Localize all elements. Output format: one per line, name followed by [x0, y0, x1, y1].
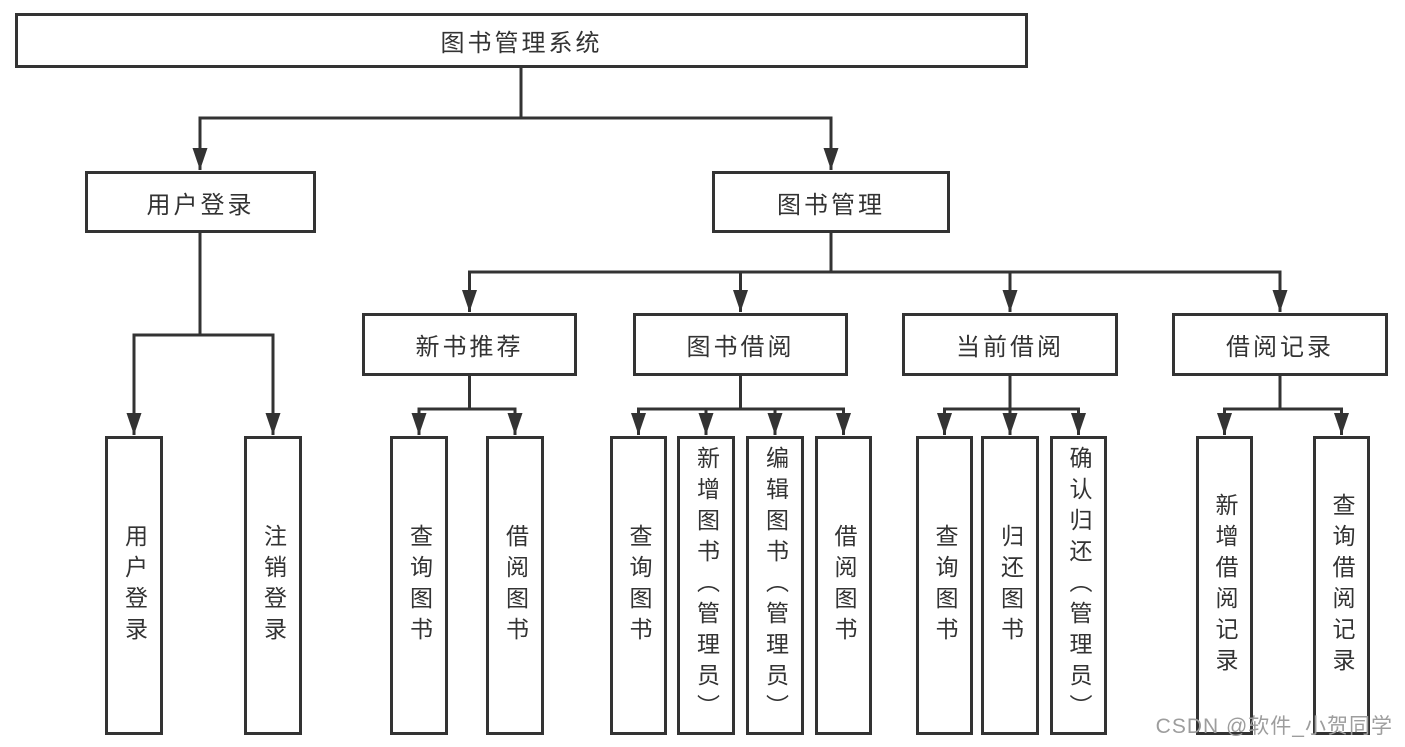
- node-leaf-query-borrow-record-label: 查询借阅记录: [1329, 492, 1355, 679]
- node-new-book-recommend-label: 新书推荐: [415, 334, 524, 361]
- node-user-login: 用户登录: [85, 171, 316, 233]
- node-new-book-recommend: 新书推荐: [362, 313, 577, 376]
- node-leaf-return-books-label: 归还图书: [997, 523, 1024, 648]
- node-leaf-confirm-return-admin-label: 确认归还（管理员）: [1066, 446, 1092, 725]
- node-leaf-logout: 注销登录: [244, 436, 302, 735]
- csdn-watermark: CSDN @软件_小贺同学: [1155, 715, 1393, 738]
- node-borrow-records: 借阅记录: [1172, 313, 1388, 376]
- edges-current-borrow: [937, 376, 1086, 435]
- node-leaf-borrow-books-recommend: 借阅图书: [486, 436, 544, 735]
- node-leaf-logout-label: 注销登录: [260, 523, 287, 648]
- node-book-borrow: 图书借阅: [633, 313, 848, 376]
- node-current-borrow: 当前借阅: [902, 313, 1118, 376]
- node-leaf-add-book-admin-label: 新增图书（管理员）: [693, 446, 720, 725]
- node-leaf-query-borrow-record: 查询借阅记录: [1313, 436, 1370, 735]
- node-book-borrow-label: 图书借阅: [686, 334, 795, 361]
- node-leaf-edit-book-admin: 编辑图书（管理员）: [746, 436, 804, 735]
- edges-book-borrow: [631, 376, 851, 435]
- node-leaf-borrow-books: 借阅图书: [815, 436, 872, 735]
- edges-root: [192, 68, 839, 170]
- node-leaf-edit-book-admin-label: 编辑图书（管理员）: [762, 446, 789, 725]
- node-user-login-label: 用户登录: [146, 191, 255, 219]
- edges-user-login: [126, 233, 281, 435]
- node-book-management: 图书管理: [712, 171, 950, 233]
- edges-borrow-records: [1217, 376, 1349, 435]
- node-leaf-borrow-books-label: 借阅图书: [831, 523, 857, 648]
- node-leaf-add-borrow-record-label: 新增借阅记录: [1212, 492, 1238, 679]
- node-leaf-query-books-borrow: 查询图书: [610, 436, 667, 735]
- node-current-borrow-label: 当前借阅: [956, 334, 1064, 361]
- node-leaf-user-login-label: 用户登录: [121, 523, 148, 648]
- node-leaf-query-books-recommend-label: 查询图书: [406, 523, 433, 648]
- node-book-management-label: 图书管理: [777, 191, 885, 219]
- node-borrow-records-label: 借阅记录: [1226, 334, 1334, 361]
- node-root-label: 图书管理系统: [440, 30, 603, 57]
- edges-book-management: [462, 233, 1288, 312]
- node-leaf-query-books-current: 查询图书: [916, 436, 973, 735]
- node-root: 图书管理系统: [15, 13, 1028, 68]
- node-leaf-confirm-return-admin: 确认归还（管理员）: [1050, 436, 1107, 735]
- node-leaf-borrow-books-recommend-label: 借阅图书: [502, 523, 529, 648]
- node-leaf-add-borrow-record: 新增借阅记录: [1196, 436, 1253, 735]
- node-leaf-user-login: 用户登录: [105, 436, 163, 735]
- node-leaf-query-books-borrow-label: 查询图书: [626, 523, 652, 648]
- edges-new-book-recommend: [411, 376, 523, 435]
- node-leaf-return-books: 归还图书: [981, 436, 1039, 735]
- node-leaf-add-book-admin: 新增图书（管理员）: [677, 436, 735, 735]
- node-leaf-query-books-current-label: 查询图书: [932, 523, 958, 648]
- node-leaf-query-books-recommend: 查询图书: [390, 436, 448, 735]
